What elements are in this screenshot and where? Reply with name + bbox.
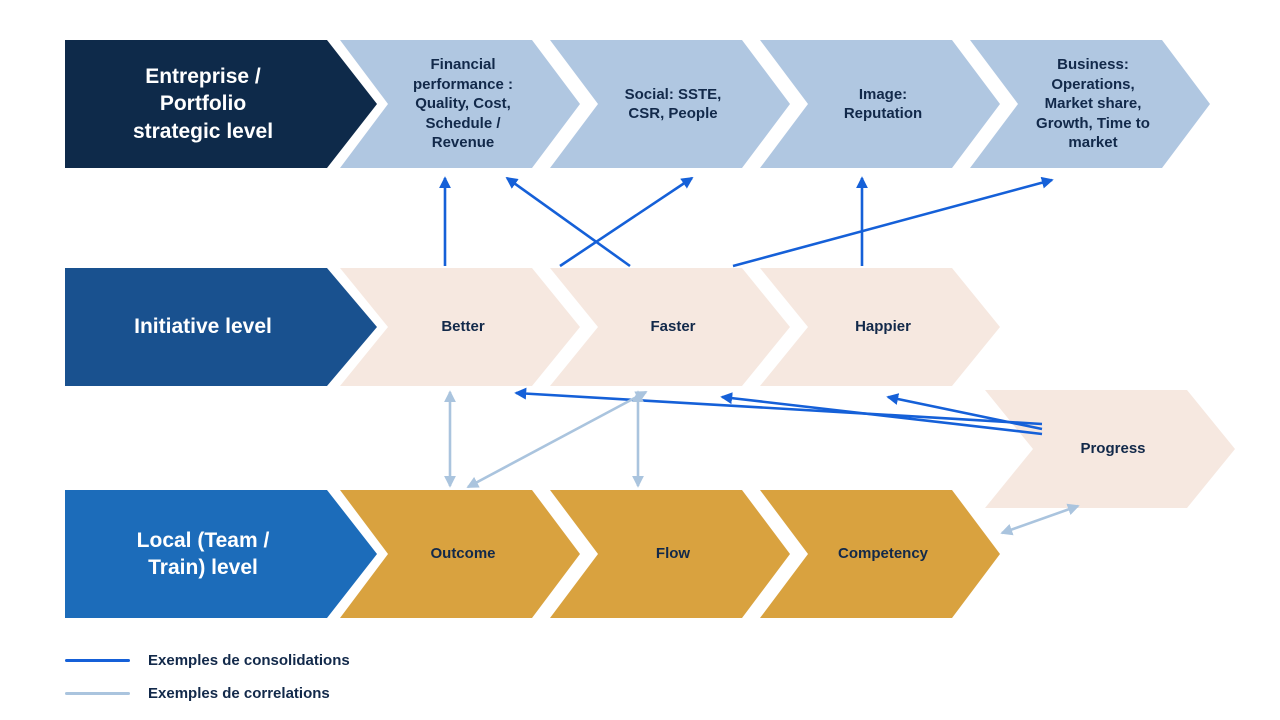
consolidation-arrow bbox=[505, 176, 631, 268]
chevron-flow: Flow bbox=[550, 490, 790, 618]
local-level-label: Local (Team / Train) level bbox=[65, 490, 377, 618]
enterprise-level-label: Entreprise / Portfolio strategic level bbox=[65, 40, 377, 168]
chevron-business: Business: Operations, Market share, Grow… bbox=[970, 40, 1210, 168]
consolidation-arrow bbox=[559, 176, 694, 268]
legend-label-consolidations: Exemples de consolidations bbox=[148, 651, 350, 669]
legend-label-correlations: Exemples de correlations bbox=[148, 684, 330, 702]
initiative-level-label: Initiative level bbox=[65, 268, 377, 386]
consolidation-arrow bbox=[732, 176, 1054, 268]
correlation-arrow bbox=[466, 390, 648, 489]
consolidation-arrow bbox=[514, 387, 1043, 426]
consolidation-line-swatch bbox=[65, 658, 130, 662]
correlation-arrow bbox=[1000, 503, 1080, 536]
legend-item-consolidations: Exemples de consolidations bbox=[65, 648, 350, 672]
chevron-happier: Happier bbox=[760, 268, 1000, 386]
chevron-progress: Progress bbox=[985, 390, 1235, 508]
correlation-line-swatch bbox=[65, 691, 130, 695]
legend-item-correlations: Exemples de correlations bbox=[65, 681, 350, 705]
chevron-image-reputation: Image: Reputation bbox=[760, 40, 1000, 168]
chevron-faster: Faster bbox=[550, 268, 790, 386]
chevron-competency: Competency bbox=[760, 490, 1000, 618]
legend: Exemples de consolidations Exemples de c… bbox=[65, 648, 350, 714]
chevron-social: Social: SSTE, CSR, People bbox=[550, 40, 790, 168]
consolidation-arrow bbox=[720, 392, 1043, 436]
